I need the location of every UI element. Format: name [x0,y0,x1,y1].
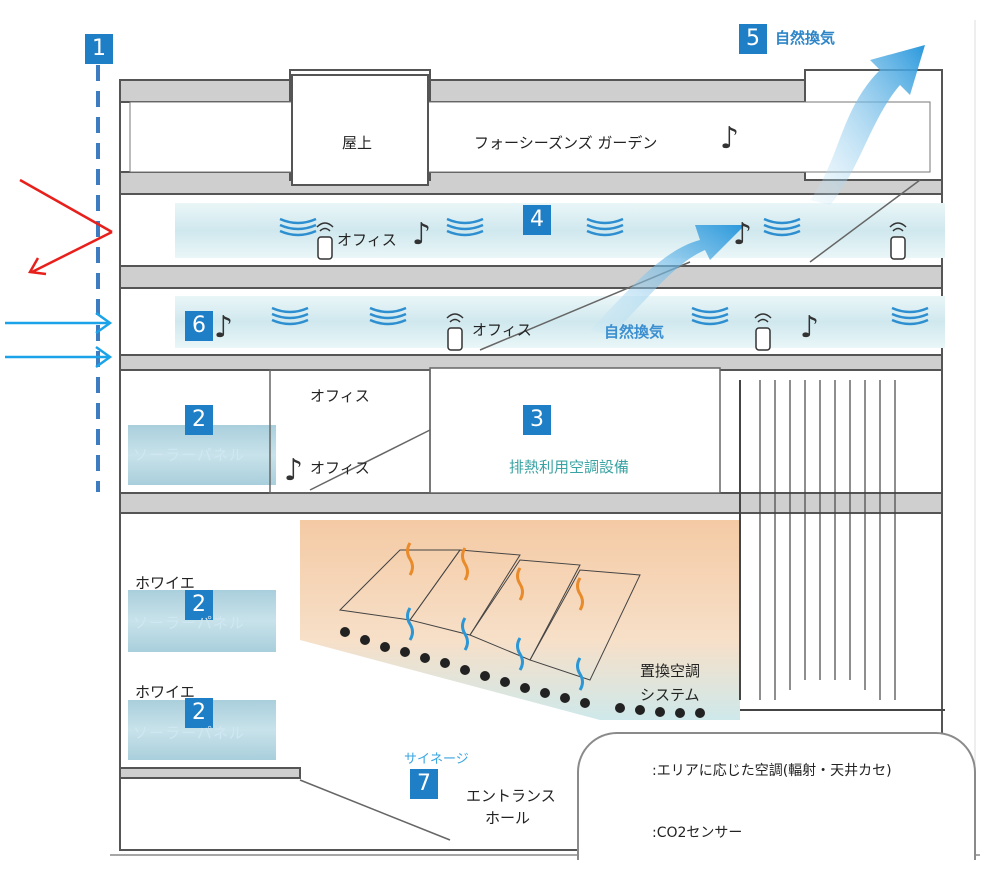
foyer-label-2: ホワイエ [135,683,195,701]
auditorium-seating-area [300,520,740,720]
badge-3: 3 [523,405,551,435]
co2-sensor-icons [316,222,907,351]
office-mid-label: オフィス [472,321,532,339]
badge-2-mid: 2 [185,590,213,620]
stage-fly-system [739,380,945,711]
foyer-label-1: ホワイエ [135,574,195,592]
badge-4: 4 [523,205,551,235]
badge-2-low: 2 [185,698,213,728]
music-note-icon: ♪ [214,310,234,345]
auditorium-seats [340,627,705,718]
legend-box [577,732,976,860]
wind-intake-cyan-arrows [5,311,113,369]
natural-vent-mid-label: 自然換気 [604,323,665,341]
music-note-icon: ♪ [733,217,753,252]
office-band-lower [175,296,945,348]
music-note-icon: ♪ [412,217,432,252]
displacement-label-1: 置換空調 [640,662,701,680]
cool-air-lines [406,607,584,691]
entrance-label-2: ホール [485,809,531,827]
solar-panel-label-1: ソーラーパネル [133,446,245,464]
garden-label: フォーシーズンズ ガーデン [474,134,658,152]
music-note-icon: ♪ [284,453,304,488]
legend-co2-label: :CO2センサー [652,825,743,841]
badge-6: 6 [185,311,213,341]
badge-1: 1 [85,34,113,64]
entrance-label-1: エントランス [466,787,556,805]
heat-rising-lines [406,542,584,611]
badge-2-upper: 2 [185,405,213,435]
office-left1-label: オフィス [310,387,370,405]
office-band-upper [175,203,945,258]
wind-deflect-red-arrow [19,178,113,276]
waste-heat-label: 排熱利用空調設備 [509,458,630,476]
badge-7: 7 [410,769,438,799]
office-left2-label: オフィス [310,459,370,477]
natural-vent-arrow-mid [590,225,745,335]
solar-panel-upper [128,425,276,485]
natural-vent-top-label: 自然換気 [775,29,836,47]
solar-panel-label-3: ソーラーパネル [133,724,245,742]
rooftop-label: 屋上 [342,134,373,152]
solar-panel-label-2: ソーラーパネル [133,614,245,632]
music-note-icon: ♪ [720,121,740,156]
office-upper-label: オフィス [337,231,397,249]
signage-label: サイネージ [404,752,469,767]
radiant-ac-icons [271,217,929,326]
music-note-icon: ♪ [800,310,820,345]
badge-5: 5 [739,24,767,54]
natural-vent-arrow-top [810,45,925,205]
legend-ac-label: :エリアに応じた空調(輻射・天井カセ) [652,763,892,779]
displacement-label-2: システム [640,686,700,704]
